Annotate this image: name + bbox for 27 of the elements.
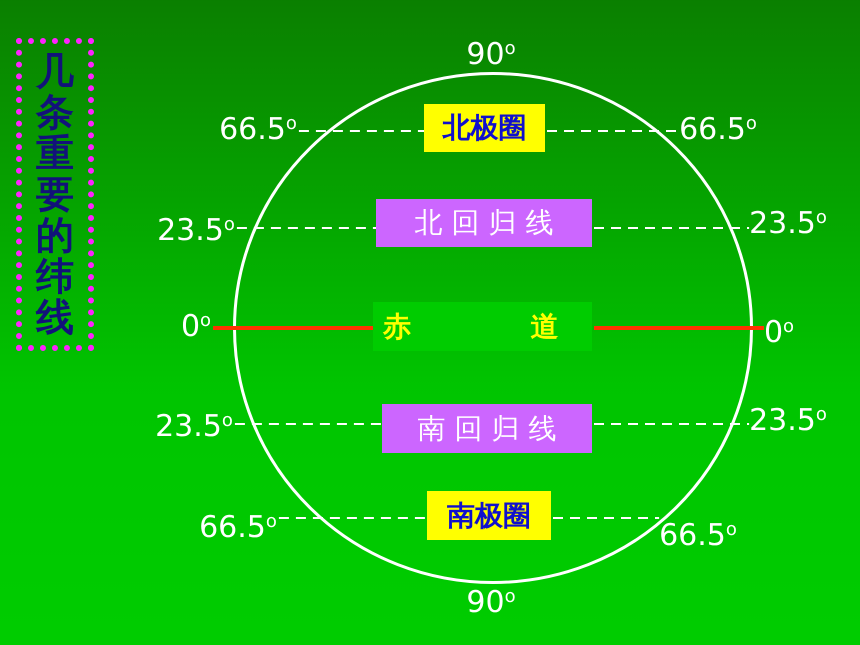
degree-label: 66.5$^{o}$ (679, 107, 757, 147)
equator-line (594, 326, 764, 330)
degree-label: 0$^{o}$ (764, 310, 794, 350)
degree-label: 23.5$^{o}$ (749, 201, 827, 241)
degree-label: 23.5$^{o}$ (749, 398, 827, 438)
latitude-line (553, 517, 660, 519)
equator-label-box: 赤 道 (373, 302, 592, 351)
latitude-line (236, 227, 376, 229)
degree-label: 66.5$^{o}$ (199, 505, 277, 545)
circle-label-box: 南极圈 (427, 491, 551, 540)
degree-label: 90$^{o}$ (466, 584, 516, 620)
degree-label: 23.5$^{o}$ (155, 404, 233, 444)
equator-line (213, 326, 373, 330)
degree-label: 23.5$^{o}$ (157, 208, 235, 248)
tropic-label-box: 北 回 归 线 (376, 199, 592, 247)
degree-label: 90$^{o}$ (466, 36, 516, 72)
degree-label: 0$^{o}$ (180, 304, 212, 344)
latitude-line (234, 423, 382, 425)
latitude-line (298, 130, 424, 132)
latitude-line (278, 517, 427, 519)
latitude-line (594, 423, 750, 425)
latitude-line (594, 227, 750, 229)
title-box: 几条重要的纬线 (16, 38, 94, 351)
degree-label: 66.5$^{o}$ (219, 107, 297, 147)
circle-label-box: 北极圈 (424, 104, 545, 152)
tropic-label-box: 南 回 归 线 (382, 404, 592, 453)
degree-label: 66.5$^{o}$ (659, 513, 737, 553)
